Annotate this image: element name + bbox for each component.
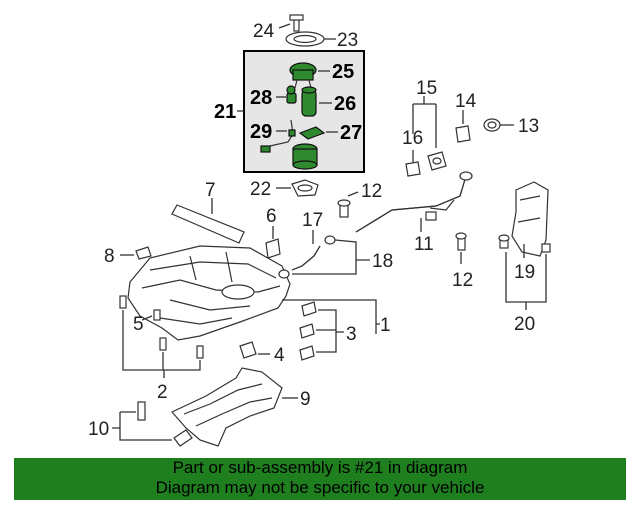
part-29-wiring bbox=[260, 119, 296, 153]
callout-10: 10 bbox=[88, 419, 109, 440]
parts-diagram: 24 23 21 25 28 26 29 27 bbox=[88, 14, 551, 447]
footer-banner: Part or sub-assembly is #21 in diagram D… bbox=[14, 458, 626, 500]
part-3-brackets bbox=[299, 301, 317, 361]
callout-7: 7 bbox=[205, 180, 216, 201]
callout-20: 20 bbox=[514, 314, 535, 335]
part-16-cap bbox=[405, 161, 421, 177]
callout-16: 16 bbox=[402, 128, 423, 149]
part-8-pad bbox=[135, 246, 152, 260]
callout-2: 2 bbox=[157, 382, 168, 403]
callout-3: 3 bbox=[346, 324, 357, 345]
callout-18: 18 bbox=[372, 251, 393, 272]
callout-5: 5 bbox=[133, 314, 144, 335]
part-4-bracket bbox=[239, 341, 257, 359]
callout-26: 26 bbox=[334, 93, 356, 115]
callout-9: 9 bbox=[300, 389, 311, 410]
callout-23: 23 bbox=[337, 30, 358, 51]
part-10-clips bbox=[137, 401, 193, 447]
callout-12b: 12 bbox=[452, 270, 473, 291]
part-14-gasket bbox=[455, 125, 471, 143]
part-5-bolt bbox=[153, 309, 161, 321]
callout-28: 28 bbox=[250, 87, 272, 109]
callout-8: 8 bbox=[104, 246, 115, 267]
part-27-sender bbox=[298, 126, 326, 140]
part-22-gasket bbox=[291, 179, 319, 197]
part-17-hose bbox=[291, 245, 321, 271]
footer-line-2: Diagram may not be specific to your vehi… bbox=[155, 478, 485, 497]
part-24-bolt bbox=[289, 14, 304, 32]
part-13-grommet bbox=[483, 118, 501, 132]
callout-13: 13 bbox=[518, 116, 539, 137]
part-7-strap bbox=[171, 204, 245, 244]
part-18-clamps bbox=[278, 235, 336, 279]
part-fuel-tank bbox=[127, 245, 291, 341]
callout-12a: 12 bbox=[361, 181, 382, 202]
callout-4: 4 bbox=[274, 345, 285, 366]
part-26-pump bbox=[301, 86, 317, 117]
footer-line-1: Part or sub-assembly is #21 in diagram bbox=[172, 458, 468, 477]
callout-27: 27 bbox=[340, 122, 362, 144]
callout-15: 15 bbox=[416, 78, 437, 99]
part-15-ring bbox=[427, 151, 447, 171]
callout-22: 22 bbox=[250, 179, 271, 200]
part-23-gasket bbox=[285, 31, 325, 47]
part-strainer bbox=[292, 143, 318, 170]
part-2-bolts bbox=[119, 295, 204, 359]
callout-17: 17 bbox=[302, 210, 323, 231]
part-6-clip bbox=[265, 238, 281, 259]
callout-19: 19 bbox=[514, 262, 535, 283]
callout-29: 29 bbox=[250, 121, 272, 143]
callout-1: 1 bbox=[380, 315, 391, 336]
part-9-heat-shield bbox=[171, 367, 283, 447]
callout-11: 11 bbox=[414, 234, 434, 255]
part-12-bolt-top bbox=[337, 199, 351, 218]
callout-24: 24 bbox=[253, 21, 275, 42]
part-28-regulator bbox=[286, 85, 297, 104]
callout-14: 14 bbox=[455, 91, 477, 112]
part-11-filler-pipe bbox=[355, 171, 473, 233]
part-19-bracket bbox=[511, 181, 549, 257]
callout-6: 6 bbox=[266, 206, 277, 227]
part-12-bolt-bottom bbox=[455, 232, 467, 251]
callout-21: 21 bbox=[214, 101, 236, 123]
callout-25: 25 bbox=[332, 61, 354, 83]
part-20-fasteners bbox=[498, 234, 551, 253]
